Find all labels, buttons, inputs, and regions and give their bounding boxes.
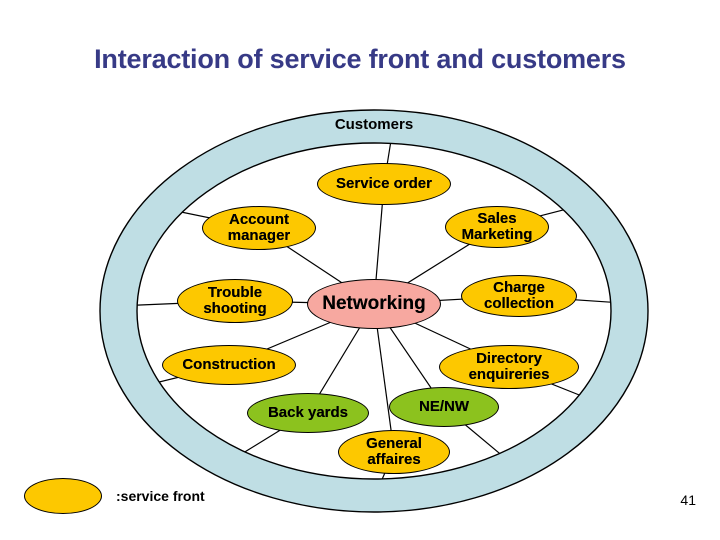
ring-label-customers: Customers — [334, 116, 414, 133]
node-label: NE/NW — [419, 398, 469, 416]
legend-label: :service front — [116, 488, 205, 504]
legend-swatch-service-front — [24, 478, 102, 514]
page-number: 41 — [680, 492, 696, 508]
node-ne-nw: NE/NW — [389, 387, 499, 427]
page-title: Interaction of service front and custome… — [94, 44, 626, 74]
hub-node-networking: Networking — [307, 279, 441, 329]
node-label: Service order — [336, 175, 432, 193]
node-label: Construction — [182, 356, 276, 374]
node-service-order: Service order — [317, 163, 451, 205]
customers-ring — [99, 109, 649, 513]
node-label: Networking — [322, 293, 426, 315]
node-back-yards: Back yards — [247, 393, 369, 433]
node-label: Back yards — [267, 404, 349, 422]
legend: :service front — [24, 478, 205, 514]
node-construction: Construction — [162, 345, 296, 385]
